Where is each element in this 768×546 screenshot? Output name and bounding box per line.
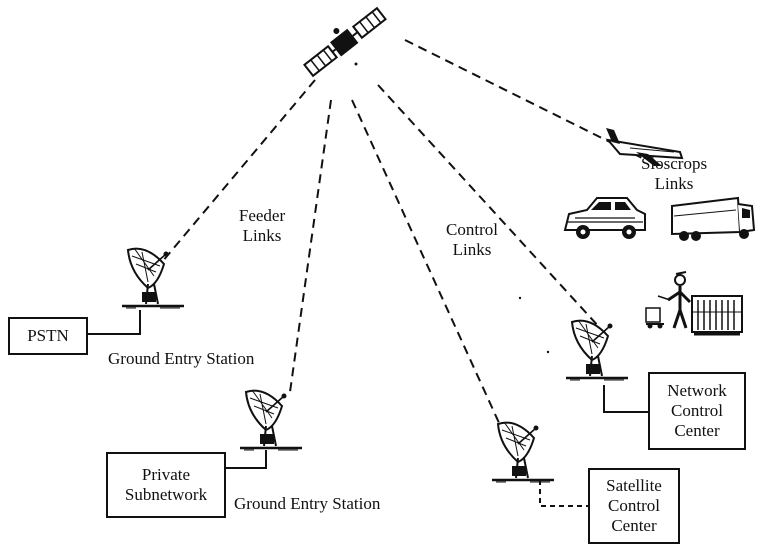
control-links-line-1: Control [446,220,498,239]
mobile-links-line-2: Links [654,174,694,193]
truck-icon [671,196,756,241]
connector-pstn [88,310,141,335]
airplane-icon [605,128,684,166]
pstn-label: PSTN [27,326,69,345]
satellite-icon [303,6,387,78]
satellite-dish-icon [120,246,186,310]
pstn-box: PSTN [8,317,88,355]
control-link-2 [377,84,601,329]
feeder-links-line-2: Links [242,226,282,245]
scan-specks [354,62,550,354]
ground-entry-station-label: Ground Entry Station [234,494,381,513]
satellite-control-center-line-1: Satellite [606,476,662,495]
connector-network-control [603,385,648,413]
satellite-dish-icon [490,420,556,484]
feeder-links [161,79,332,393]
feeder-links-line-1: Feeder [238,206,286,225]
connector-satellite-control [539,480,588,507]
satellite-dish-icon [564,318,630,382]
control-link-1 [351,99,501,426]
private-subnetwork-box: Private Subnetwork [106,452,226,518]
private-subnetwork-line-2: Subnetwork [124,485,208,504]
mobile-link [404,39,643,159]
network-control-center-line-1: Network [667,381,727,400]
control-links [351,84,601,426]
satellite-control-center-line-3: Center [611,516,657,535]
ground-entry-station-label: Ground Entry Station [108,349,255,368]
person-icon [645,271,692,329]
feeder-link-1 [161,79,316,263]
network-control-center-line-3: Center [674,421,720,440]
connector-private-subnetwork [226,450,267,469]
feeder-link-2 [289,99,332,393]
mobile-links-label: Sloscrops Links [624,154,724,194]
feeder-links-label: Feeder Links [222,206,302,246]
car-icon [563,197,646,239]
cargo-container-icon [691,295,743,336]
control-links-label: Control Links [432,220,512,260]
satellite-control-center-box: Satellite Control Center [588,468,680,544]
satellite-dish-icon [238,388,304,452]
satellite-control-center-line-2: Control [608,496,660,515]
network-control-center-line-2: Control [671,401,723,420]
mobile-links-line-1: Sloscrops [640,154,708,173]
connectors [88,310,648,507]
network-control-center-box: Network Control Center [648,372,746,450]
control-links-line-2: Links [452,240,492,259]
private-subnetwork-line-1: Private [141,465,191,484]
